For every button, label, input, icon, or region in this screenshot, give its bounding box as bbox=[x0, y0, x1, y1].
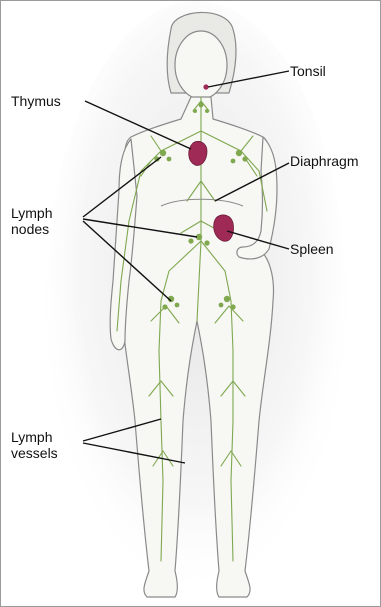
thymus-organ bbox=[189, 141, 207, 165]
label-lymph-nodes-line1: Lymph bbox=[11, 205, 53, 221]
label-thymus: Thymus bbox=[11, 93, 61, 109]
label-lymph-vessels-line1: Lymph bbox=[11, 429, 53, 445]
label-diaphragm: Diaphragm bbox=[290, 153, 358, 169]
label-lymph-vessels: Lymph vessels bbox=[11, 429, 58, 461]
tonsil-organ bbox=[203, 84, 208, 89]
label-spleen: Spleen bbox=[290, 241, 334, 257]
label-lymph-nodes-line2: nodes bbox=[11, 221, 49, 237]
label-tonsil: Tonsil bbox=[290, 63, 326, 79]
label-lymph-vessels-line2: vessels bbox=[11, 445, 58, 461]
label-lymph-nodes: Lymph nodes bbox=[11, 205, 53, 237]
